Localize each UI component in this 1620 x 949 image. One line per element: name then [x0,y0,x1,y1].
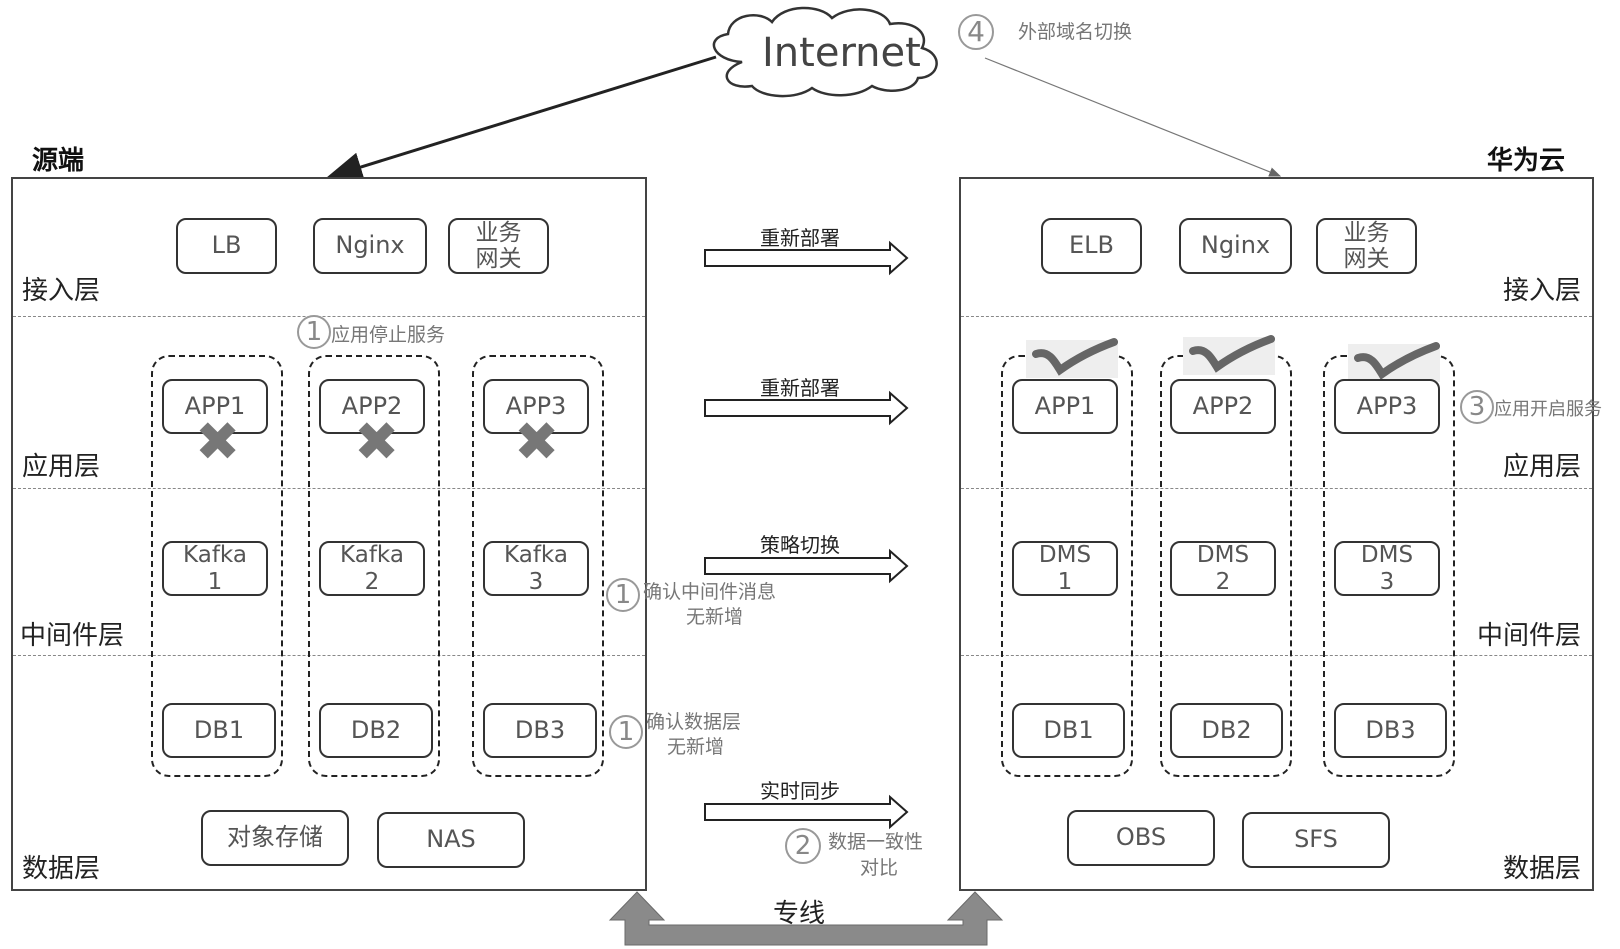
confirm-data-layer-note-line1: 确认数据层 [646,711,742,733]
target-sfs-box: SFS [1242,812,1390,868]
source-db1-box: DB1 [162,703,276,758]
target-layer-middleware: 中间件层 [1477,621,1582,651]
source-app1-box: APP1 [162,379,268,434]
source-object-storage-box: 对象存储 [201,810,349,866]
confirm-data-layer-note-line2: 无新增 [667,736,725,758]
internet-to-target-arrow [984,57,1282,177]
step-2-marker: 2 [785,828,821,864]
target-obs-box: OBS [1067,810,1215,866]
target-dms3-box: DMS 3 [1334,541,1440,596]
stopped-cross-icon: ✖ [354,410,400,473]
internet-cloud-icon [712,6,938,98]
internet-label: Internet [762,30,921,76]
target-app3-box: APP3 [1334,379,1440,434]
source-lb-box: LB [176,218,277,274]
source-title: 源端 [32,146,85,176]
stopped-cross-icon: ✖ [195,410,241,473]
check-icon [1348,342,1440,382]
arrow-data-label: 实时同步 [760,779,840,803]
consistency-compare-note-line1: 数据一致性 [828,831,924,853]
source-kafka2-box: Kafka 2 [319,541,425,596]
arrow-data [704,794,909,830]
target-dms2-box: DMS 2 [1170,541,1276,596]
source-app2-box: APP2 [319,379,425,434]
app-start-service-note: 应用开启服务 [1494,399,1602,420]
gateway-line-2: 网关 [475,246,522,272]
source-column-2 [308,355,440,777]
source-db3-box: DB3 [483,703,597,758]
target-app1-box: APP1 [1012,379,1118,434]
check-icon [1183,335,1275,375]
arrow-middleware-label: 策略切换 [760,533,840,557]
source-nas-box: NAS [377,812,525,868]
target-app2-box: APP2 [1170,379,1276,434]
target-dms1-box: DMS 1 [1012,541,1118,596]
step-4-marker: 4 [958,14,994,50]
source-divider-1 [13,316,645,317]
target-gateway-box: 业务 网关 [1316,218,1417,274]
source-divider-2 [13,488,645,489]
step-1-marker: 1 [609,715,643,749]
target-title: 华为云 [1487,146,1566,176]
gateway-line-1: 业务 [475,219,522,246]
source-app3-box: APP3 [483,379,589,434]
arrow-access [704,240,909,276]
confirm-middleware-note-line2: 无新增 [686,606,744,628]
arrow-app-label: 重新部署 [760,376,840,400]
target-divider-1 [961,316,1592,317]
dedicated-line-connector [608,891,1004,946]
source-nginx-box: Nginx [313,218,427,274]
target-divider-3 [961,655,1592,656]
step-1-marker: 1 [297,315,331,349]
target-layer-data: 数据层 [1503,854,1582,884]
source-panel [11,177,647,891]
source-column-3 [472,355,604,777]
source-divider-3 [13,655,645,656]
step-3-marker: 3 [1460,390,1494,424]
target-db2-box: DB2 [1170,703,1283,758]
target-nginx-box: Nginx [1179,218,1292,274]
arrow-middleware [704,548,909,584]
source-kafka3-box: Kafka 3 [483,541,589,596]
stopped-cross-icon: ✖ [514,410,560,473]
arrow-app [704,390,909,426]
confirm-middleware-note-line1: 确认中间件消息 [643,581,777,603]
source-layer-access: 接入层 [22,276,101,306]
source-column-1 [151,355,283,777]
check-icon [1026,338,1118,378]
source-db2-box: DB2 [319,703,433,758]
app-stop-service-note: 应用停止服务 [331,324,446,346]
source-gateway-box: 业务 网关 [448,218,549,274]
target-db3-box: DB3 [1334,703,1447,758]
source-layer-data: 数据层 [22,854,101,884]
source-layer-app: 应用层 [22,452,101,482]
target-divider-2 [961,488,1592,489]
internet-to-source-arrow [326,55,717,182]
step-1-marker: 1 [606,578,640,612]
dedicated-line-label: 专线 [773,899,826,929]
arrow-access-label: 重新部署 [760,226,840,250]
source-layer-middleware: 中间件层 [20,621,125,651]
source-kafka1-box: Kafka 1 [162,541,268,596]
external-dns-switch-note: 外部域名切换 [1018,21,1133,43]
consistency-compare-note-line2: 对比 [860,857,899,879]
target-layer-access: 接入层 [1503,276,1582,306]
target-elb-box: ELB [1041,218,1142,274]
target-layer-app: 应用层 [1503,452,1582,482]
target-db1-box: DB1 [1012,703,1125,758]
